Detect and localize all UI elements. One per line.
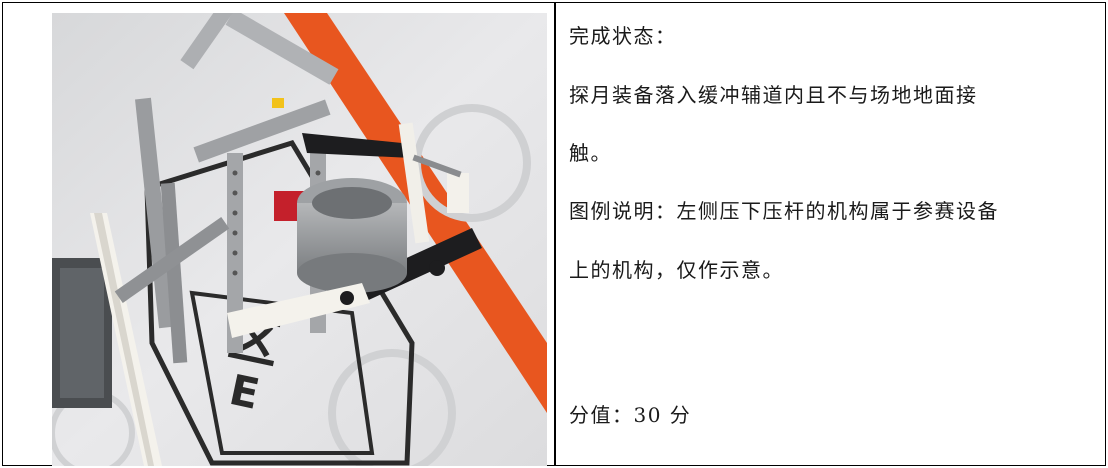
robot-photo: 区 E: [52, 13, 547, 466]
status-line-1: 探月装备落入缓冲辅道内且不与场地地面接: [569, 83, 978, 107]
status-line-2: 触。: [569, 141, 612, 165]
score-text: 分值：30 分: [569, 403, 692, 427]
status-heading: 完成状态：: [569, 24, 677, 48]
column-divider: [554, 3, 556, 465]
description-cell: 完成状态： 探月装备落入缓冲辅道内且不与场地地面接 触。 图例说明：左侧压下压杆…: [569, 3, 1099, 465]
legend-line-1: 图例说明：左侧压下压杆的机构属于参赛设备: [569, 199, 999, 223]
legend-line-2: 上的机构，仅作示意。: [569, 258, 784, 282]
